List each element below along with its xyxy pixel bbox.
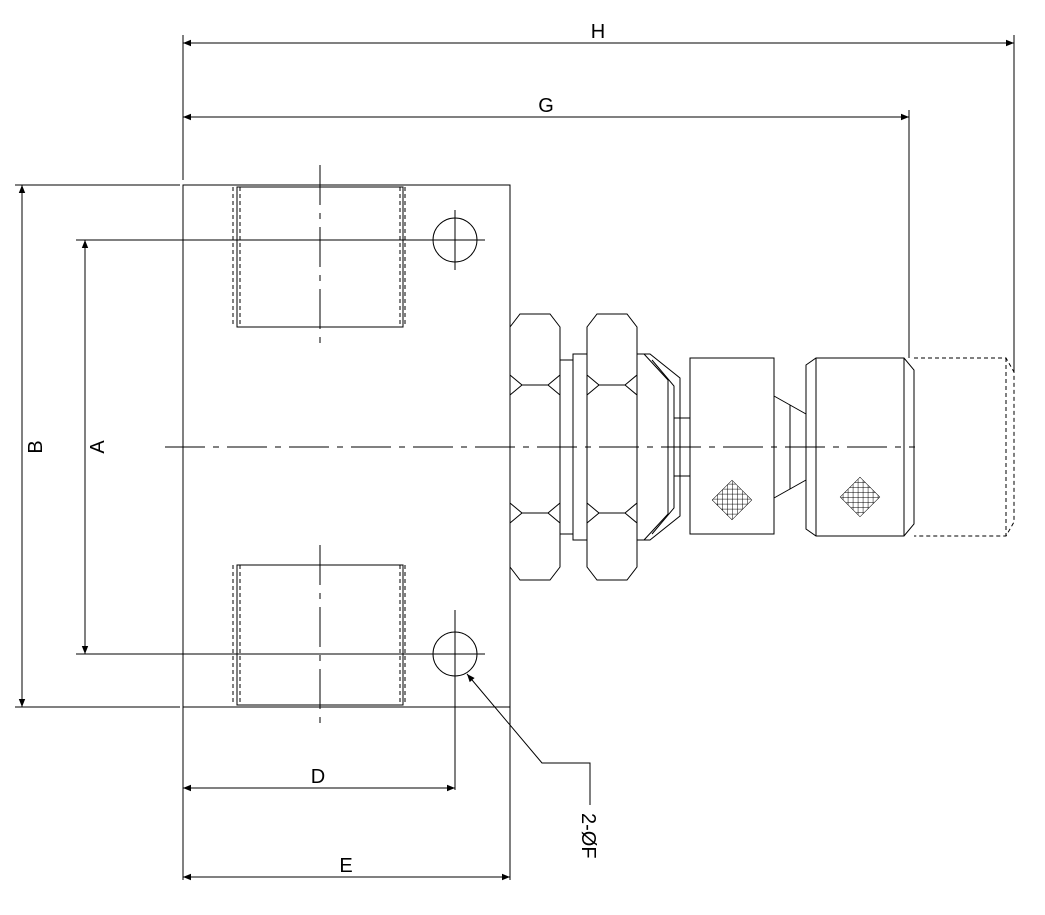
knurl-mark-1 bbox=[711, 479, 753, 521]
mounting-hole-top bbox=[425, 210, 485, 270]
dimension-e-label: E bbox=[339, 855, 352, 877]
lock-nut-1 bbox=[509, 313, 561, 581]
adjust-knob-2 bbox=[805, 357, 915, 537]
leader-f: 2-ØF bbox=[466, 673, 599, 859]
dimension-a: A bbox=[76, 239, 430, 655]
dimension-b-label: B bbox=[25, 440, 47, 453]
dimension-a-label: A bbox=[87, 440, 109, 454]
dimension-d-label: D bbox=[311, 766, 325, 788]
hole-callout-label: 2-ØF bbox=[577, 813, 599, 859]
lower-port bbox=[232, 545, 406, 728]
knurl-mark-2 bbox=[839, 476, 881, 518]
knob-extended-phantom bbox=[914, 357, 1015, 537]
dimension-b: B bbox=[15, 184, 180, 708]
dimension-g: G bbox=[183, 95, 910, 358]
adjust-knob-1 bbox=[689, 357, 775, 535]
upper-port bbox=[232, 165, 406, 350]
dimension-e: E bbox=[183, 707, 511, 881]
dimension-h-label: H bbox=[591, 21, 605, 43]
dimension-g-label: G bbox=[538, 95, 554, 117]
lock-nut-2 bbox=[586, 313, 638, 581]
mounting-hole-bottom bbox=[425, 610, 485, 790]
valve-block bbox=[182, 184, 511, 708]
dimension-h: H bbox=[182, 21, 1015, 372]
dimension-d: D bbox=[182, 707, 455, 880]
